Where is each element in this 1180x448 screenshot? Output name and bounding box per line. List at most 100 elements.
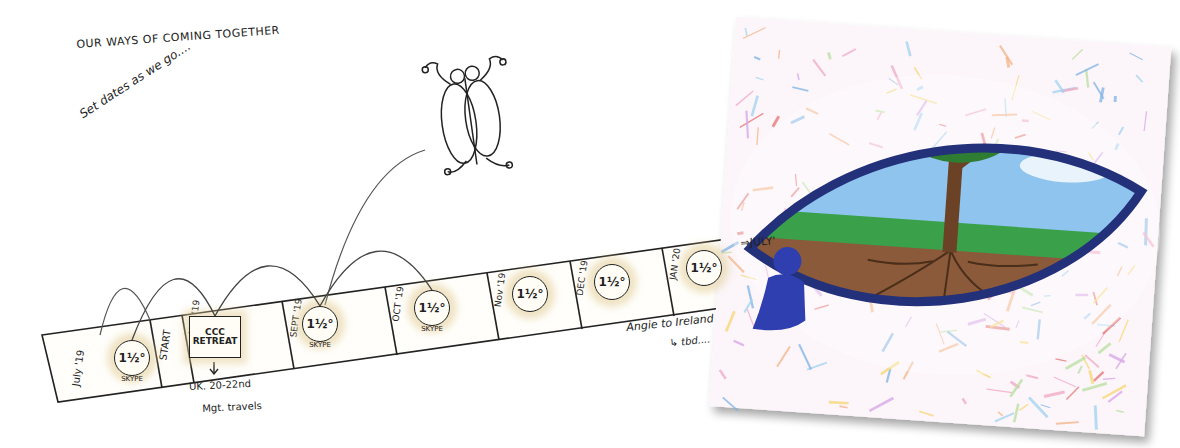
paint-stroke <box>1053 377 1076 387</box>
butterfly <box>421 52 520 178</box>
month-label: OCT '19 <box>391 286 406 323</box>
paint-stroke <box>1101 87 1104 102</box>
paint-stroke <box>1082 382 1107 392</box>
node-caption: SKYPE <box>421 326 443 333</box>
node-text: 1½° <box>307 318 334 331</box>
paint-stroke <box>1078 366 1082 374</box>
paint-stroke <box>828 52 831 59</box>
band-dividers <box>150 248 674 388</box>
node-text: 1½° <box>599 276 626 289</box>
paint-stroke <box>726 311 734 332</box>
paint-stroke <box>1006 57 1009 67</box>
paint-stroke <box>797 73 800 80</box>
paint-stroke <box>1014 403 1018 422</box>
paint-stroke <box>1010 379 1022 398</box>
node-caption: SKYPE <box>121 376 143 383</box>
note-text: ↳ tbd.... <box>669 333 711 348</box>
month-label: July '19 <box>70 349 86 387</box>
paint-stroke <box>812 60 826 76</box>
paint-stroke <box>1144 111 1146 131</box>
month-label: SEPT '19 <box>288 298 303 338</box>
paint-stroke <box>745 28 748 36</box>
paint-stroke <box>719 370 726 379</box>
paint-stroke <box>733 341 744 346</box>
node-text: 1½° <box>517 288 544 301</box>
paint-stroke <box>1055 80 1065 92</box>
paint-stroke <box>842 48 855 57</box>
paint-stroke <box>1085 69 1090 87</box>
session-circle: 1½°SKYPE <box>114 340 150 376</box>
retreat-box: CCC RETREAT <box>189 316 241 358</box>
paint-stroke <box>1098 343 1110 354</box>
paint-stroke <box>736 90 753 107</box>
paint-stroke <box>792 87 808 91</box>
paint-stroke <box>754 57 760 59</box>
paint-stroke <box>839 406 847 408</box>
paint-stroke <box>1108 391 1122 403</box>
paint-stroke <box>1119 319 1128 342</box>
hop-arc <box>132 279 215 340</box>
session-circle: 1½°SKYPE <box>414 290 450 326</box>
paint-stroke <box>829 402 849 404</box>
paint-stroke <box>779 50 780 59</box>
node-text: CCC RETREAT <box>191 328 239 347</box>
month-label: JAN '20 <box>668 247 682 280</box>
paint-stroke <box>752 95 758 116</box>
eye-painting <box>709 17 1173 439</box>
paint-stroke <box>797 344 812 369</box>
session-circle: 1½° <box>512 276 548 312</box>
node-text: 1½° <box>119 352 146 365</box>
paint-stroke <box>1089 370 1094 384</box>
paint-stroke <box>870 396 894 412</box>
paint-stroke <box>962 398 966 404</box>
hop-arc <box>215 266 320 316</box>
month-label: Nov '19 <box>493 272 508 307</box>
paint-stroke <box>757 127 758 145</box>
paint-stroke <box>919 411 934 416</box>
paint-stroke <box>1094 371 1104 381</box>
paint-stroke <box>1028 397 1049 417</box>
session-circle: 1½° <box>686 250 722 286</box>
paint-stroke <box>1072 49 1083 61</box>
paint-stroke <box>999 46 1014 65</box>
node-text: 1½° <box>691 262 718 275</box>
paint-stroke <box>1019 404 1028 411</box>
paint-stroke <box>1026 375 1038 378</box>
note-text: UK. 20-22nd <box>189 378 251 392</box>
paint-stroke <box>1116 410 1124 412</box>
paint-stroke <box>1084 355 1099 367</box>
paint-stroke <box>1056 420 1079 425</box>
paint-stroke <box>1044 391 1065 398</box>
paint-stroke <box>1066 386 1079 401</box>
month-label: DEC '19 <box>575 260 590 297</box>
session-circle: 1½°SKYPE <box>302 306 338 342</box>
handwritten-note: Set dates as we go.... <box>77 39 193 121</box>
paint-stroke <box>1136 75 1143 82</box>
paint-stroke <box>746 285 754 308</box>
paint-stroke <box>1094 405 1099 429</box>
paint-stroke <box>998 412 1003 416</box>
paint-stroke <box>745 111 750 139</box>
paint-stroke <box>906 41 912 56</box>
paint-stroke <box>743 26 766 40</box>
hop-arc <box>320 251 432 306</box>
month-label: ⇒JULY' <box>740 234 776 249</box>
hop-arcs <box>100 150 425 335</box>
node-text: 1½° <box>419 302 446 315</box>
paint-stroke <box>1055 359 1066 361</box>
paint-stroke <box>1066 356 1086 370</box>
session-circle: 1½° <box>594 264 630 300</box>
paint-stroke <box>1119 127 1124 135</box>
node-caption: SKYPE <box>309 342 331 349</box>
timeline-band <box>42 238 742 402</box>
note-arrow <box>210 362 218 374</box>
paint-stroke <box>995 412 1014 423</box>
paint-stroke <box>1114 96 1117 102</box>
note-text: Mgt. travels <box>202 400 262 414</box>
note-text: Angie to Ireland <box>626 312 715 334</box>
paint-stroke <box>756 77 764 80</box>
paint-stroke <box>1076 63 1099 77</box>
band-label: START <box>157 329 172 361</box>
